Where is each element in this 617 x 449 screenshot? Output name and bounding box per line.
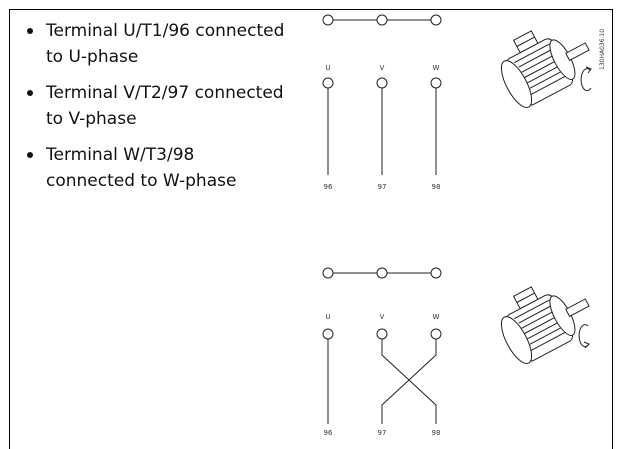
top-node-w — [430, 14, 442, 26]
bottom-node-u — [322, 267, 334, 279]
top-phase-label-w: W — [433, 64, 440, 72]
top-phase-label-v: V — [380, 64, 385, 72]
bottom-terminal-label-97: 97 — [378, 429, 387, 437]
top-rotation-arrow — [580, 68, 592, 92]
bullet-text-line: Terminal V/T2/97 connected — [46, 83, 284, 103]
bottom-node-w — [430, 267, 442, 279]
bottom-node-v — [376, 267, 388, 279]
motor-shaft — [565, 298, 590, 318]
bullet-dot — [27, 90, 33, 96]
bullet-text-line: to U-phase — [46, 47, 139, 67]
bullet-item: Terminal W/T3/98 connected to W-phase — [22, 142, 322, 194]
bottom-phase-label-w: W — [433, 313, 440, 321]
bullet-text-line: Terminal U/T1/96 connected — [46, 21, 285, 41]
top-terminal-v — [376, 77, 388, 89]
bottom-phase-label-u: U — [325, 313, 330, 321]
top-terminal-label-96: 96 — [324, 183, 333, 191]
bullet-text-line: connected to W-phase — [46, 171, 237, 191]
page-frame — [9, 9, 613, 449]
top-terminal-w — [430, 77, 442, 89]
top-terminal-label-98: 98 — [432, 183, 441, 191]
bullet-dot — [27, 152, 33, 158]
bottom-motor-icon — [500, 286, 590, 365]
motor-end-cap — [500, 316, 533, 365]
bottom-terminal-u — [322, 328, 334, 340]
bullet-dot — [27, 28, 33, 34]
bottom-wire-w-crossed — [381, 339, 437, 424]
bottom-phase-label-v: V — [380, 313, 385, 321]
bottom-terminal-label-96: 96 — [324, 429, 333, 437]
bullet-text-line: Terminal W/T3/98 — [46, 145, 195, 165]
bottom-wire-v-crossed — [381, 339, 437, 424]
motor-end-cap — [500, 60, 533, 109]
bullet-item: Terminal V/T2/97 connected to V-phase — [22, 80, 322, 132]
bullet-text-line: to V-phase — [46, 109, 137, 129]
figure-code: 130HA036.10 — [599, 29, 606, 70]
top-phase-label-u: U — [325, 64, 330, 72]
top-node-v — [376, 14, 388, 26]
top-terminal-label-97: 97 — [378, 183, 387, 191]
top-node-u — [322, 14, 334, 26]
bullet-item: Terminal U/T1/96 connected to U-phase — [22, 18, 322, 70]
top-terminal-u — [322, 77, 334, 89]
bottom-terminal-label-98: 98 — [432, 429, 441, 437]
bullet-list: Terminal U/T1/96 connected to U-phase Te… — [22, 18, 322, 204]
top-motor-icon — [500, 30, 592, 109]
bottom-terminal-v — [376, 328, 388, 340]
bottom-terminal-w — [430, 328, 442, 340]
motor-shaft — [565, 42, 590, 62]
